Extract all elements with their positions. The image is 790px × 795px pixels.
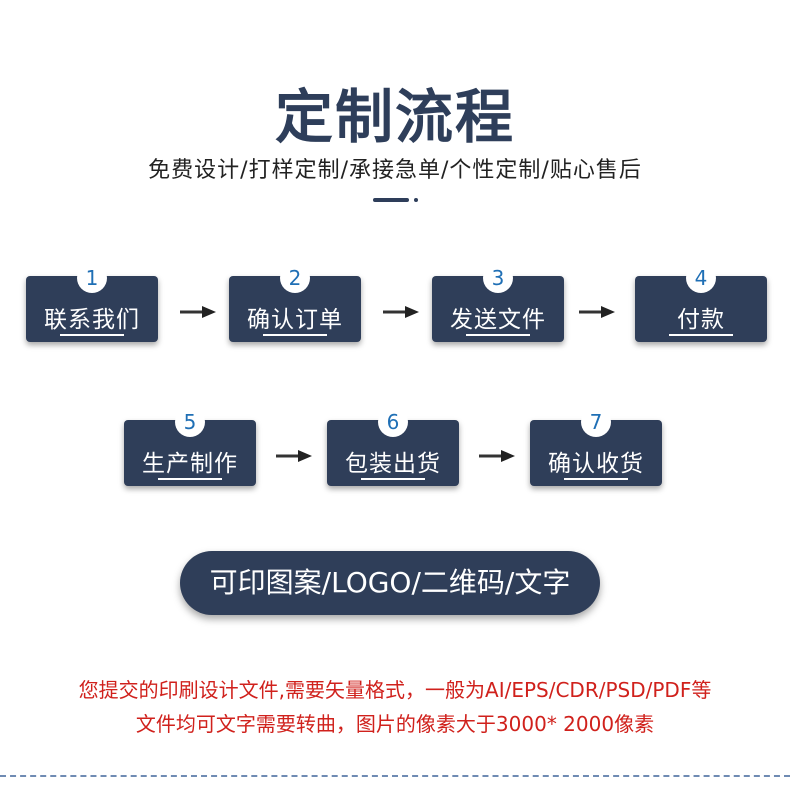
- page-title: 定制流程: [274, 83, 515, 151]
- arrow-right-icon: [383, 306, 419, 318]
- arrow-right-icon: [579, 306, 615, 318]
- step-label: 确认收货: [548, 451, 644, 477]
- arrow-right-icon: [479, 450, 515, 462]
- page-subtitle: 免费设计/打样定制/承接急单/个性定制/贴心售后: [148, 158, 642, 183]
- step-label: 确认订单: [247, 307, 343, 333]
- step-number: 4: [686, 263, 716, 293]
- step-5: 5 生产制作: [124, 407, 256, 486]
- step-underline: [466, 334, 530, 336]
- step-underline: [564, 478, 628, 480]
- step-1: 1 联系我们: [26, 263, 158, 342]
- print-options-banner: 可印图案/LOGO/二维码/文字: [180, 551, 600, 615]
- step-number: 5: [175, 407, 205, 437]
- step-label: 包装出货: [345, 451, 441, 477]
- step-2: 2 确认订单: [229, 263, 361, 342]
- step-number: 1: [77, 263, 107, 293]
- step-6: 6 包装出货: [327, 407, 459, 486]
- step-label: 发送文件: [450, 307, 546, 333]
- file-requirement-note-line1: 您提交的印刷设计文件,需要矢量格式，一般为AI/EPS/CDR/PSD/PDF等: [78, 678, 712, 702]
- arrow-right-icon: [180, 306, 216, 318]
- dashed-divider: [0, 775, 790, 777]
- title-divider-dot: [414, 198, 418, 202]
- step-underline: [60, 334, 124, 336]
- step-7: 7 确认收货: [530, 407, 662, 486]
- arrow-right-icon: [276, 450, 312, 462]
- step-number: 6: [378, 407, 408, 437]
- step-label: 生产制作: [142, 451, 238, 477]
- step-number: 7: [581, 407, 611, 437]
- step-underline: [669, 334, 733, 336]
- step-4: 4 付款: [635, 263, 767, 342]
- step-underline: [263, 334, 327, 336]
- step-3: 3 发送文件: [432, 263, 564, 342]
- step-label: 付款: [677, 307, 725, 333]
- step-underline: [361, 478, 425, 480]
- file-requirement-note-line2: 文件均可文字需要转曲，图片的像素大于3000* 2000像素: [135, 712, 655, 736]
- title-divider: [373, 198, 409, 202]
- step-number: 2: [280, 263, 310, 293]
- step-number: 3: [483, 263, 513, 293]
- step-underline: [158, 478, 222, 480]
- step-label: 联系我们: [44, 307, 140, 333]
